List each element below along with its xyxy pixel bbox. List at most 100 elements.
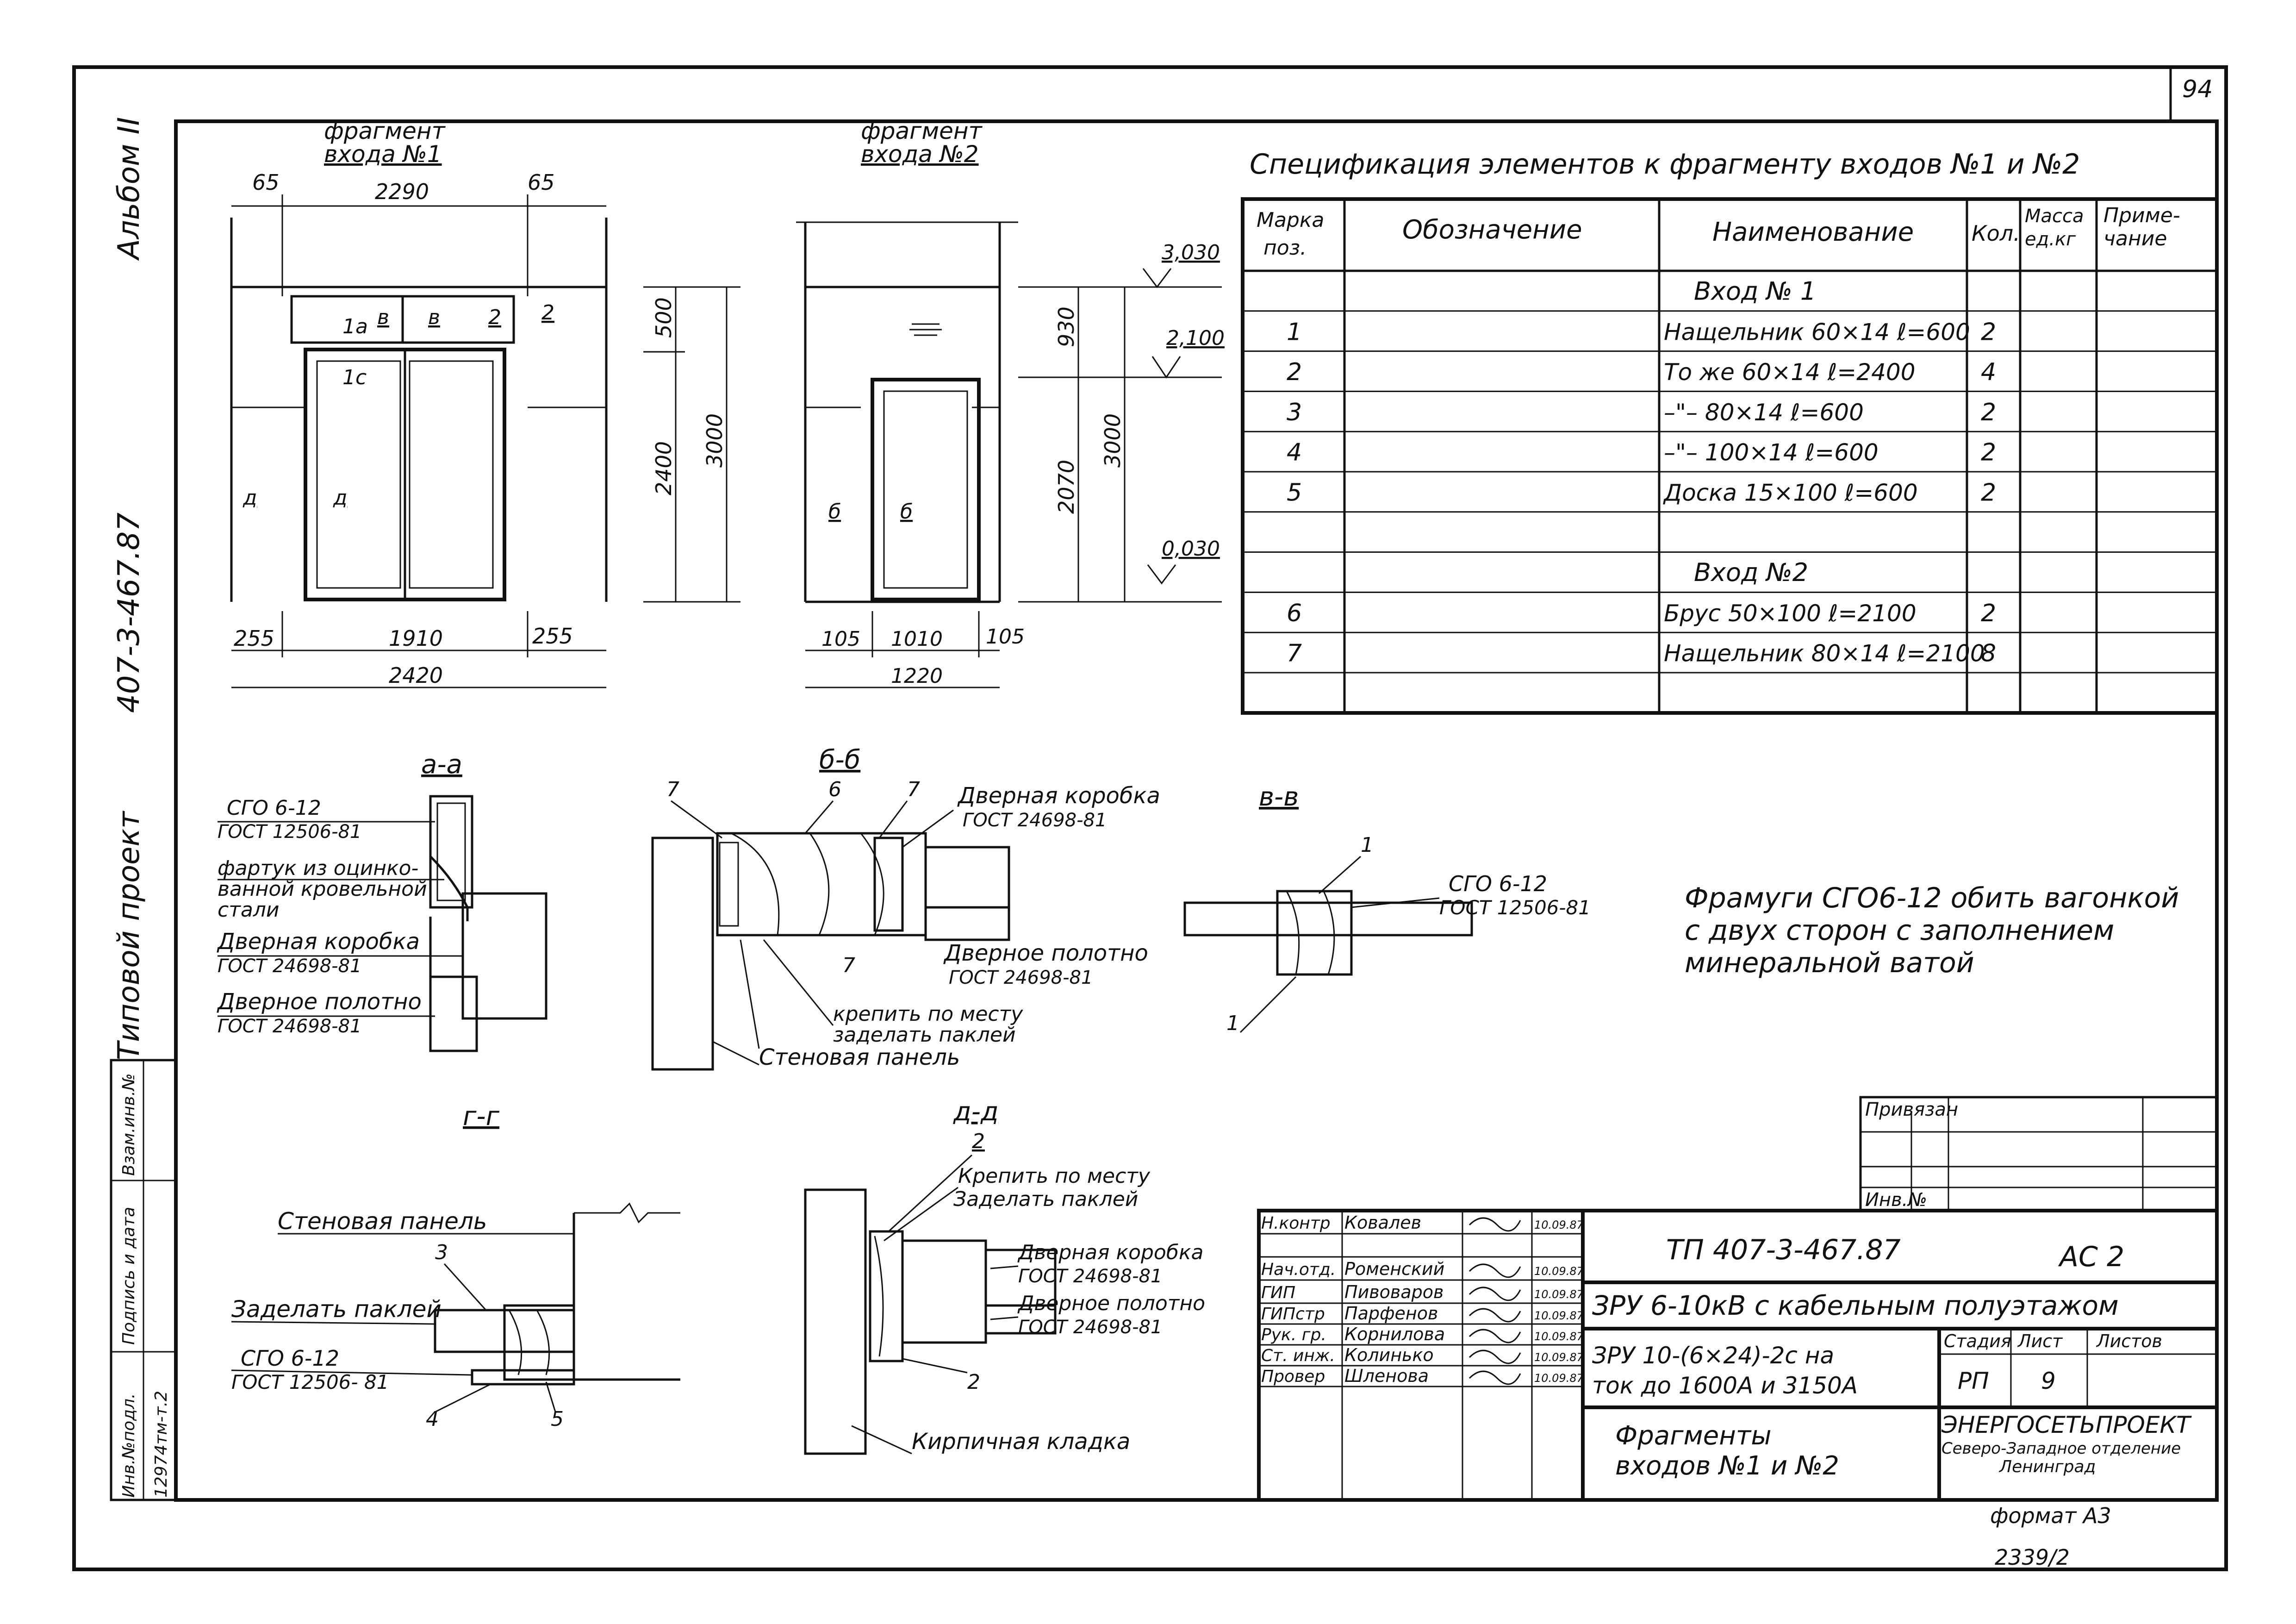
svg-text:СГО 6-12: СГО 6-12 <box>241 1346 339 1371</box>
svg-text:Спецификация элементов к фрагм: Спецификация элементов к фрагменту входо… <box>1250 148 2080 181</box>
spec-qty: 2 <box>1981 318 1996 346</box>
svg-text:3: 3 <box>435 1241 448 1264</box>
svg-text:930: 930 <box>1054 306 1079 347</box>
binding-block: Привязан Инв.№ <box>1859 1096 2218 1212</box>
svg-text:входа №2: входа №2 <box>861 141 979 168</box>
svg-text:ТП 407-3-467.87: ТП 407-3-467.87 <box>1666 1234 1901 1266</box>
svg-text:Дверная коробка: Дверная коробка <box>957 783 1160 809</box>
svg-text:2070: 2070 <box>1054 460 1079 514</box>
svg-text:ЭНЕРГОСЕТЬПРОЕКТ: ЭНЕРГОСЕТЬПРОЕКТ <box>1941 1412 2192 1438</box>
fragment-entrance-2: фрагмент входа №2 б б 930 2070 3000 3,03… <box>796 118 1225 688</box>
svg-text:105: 105 <box>821 627 860 651</box>
svg-text:СГО 6-12: СГО 6-12 <box>1449 871 1547 896</box>
album-label: Альбом II <box>112 117 146 261</box>
person-role: ГИПстр <box>1261 1305 1325 1324</box>
spec-pos: 3 <box>1287 399 1302 426</box>
svg-text:б: б <box>900 500 913 524</box>
svg-text:Обозначение: Обозначение <box>1402 215 1582 245</box>
svg-text:1220: 1220 <box>891 664 943 688</box>
archive-number: 2339/2 <box>1995 1545 2070 1570</box>
note: Фрамуги СГО6-12 обить вагонкой с двух ст… <box>1685 882 2179 979</box>
svg-text:д: д <box>333 486 347 510</box>
svg-text:Инв.№подл.: Инв.№подл. <box>119 1393 138 1498</box>
spec-row: Вход № 1 <box>1694 276 1816 306</box>
spec-name: Вход №2 <box>1694 558 1808 587</box>
svg-text:б-б: б-б <box>819 745 860 775</box>
svg-text:Инв.№: Инв.№ <box>1865 1189 1927 1211</box>
svg-text:Наименование: Наименование <box>1712 217 1914 247</box>
svg-text:СГО 6-12: СГО 6-12 <box>227 796 321 820</box>
section-bb: б-б 7 6 7 Дверная коробка ГОСТ 24698-81 … <box>651 745 1160 1071</box>
svg-text:в-в: в-в <box>1259 782 1299 812</box>
svg-text:ГОСТ 24698-81: ГОСТ 24698-81 <box>963 810 1107 831</box>
person-date: 10.09.87 <box>1534 1372 1584 1385</box>
fragment-entrance-1: фрагмент входа №1 65 2290 65 1а в в 2 2 … <box>230 118 740 688</box>
spec-name: Доска 15×100 ℓ=600 <box>1663 479 1918 506</box>
spec-name: То же 60×14 ℓ=2400 <box>1664 359 1916 386</box>
svg-text:2: 2 <box>541 301 554 325</box>
svg-text:Дверное полотно: Дверное полотно <box>217 989 422 1015</box>
person-role: Нач.отд. <box>1261 1260 1336 1279</box>
svg-text:Привязан: Привязан <box>1865 1099 1958 1120</box>
person-role: Н.контр <box>1261 1214 1331 1233</box>
svg-text:9: 9 <box>2041 1368 2056 1394</box>
inner-frame <box>174 119 2219 1502</box>
svg-text:Марка: Марка <box>1257 208 1324 232</box>
specification-table: Спецификация элементов к фрагменту входо… <box>1241 148 2219 715</box>
svg-text:1: 1 <box>1226 1012 1239 1035</box>
svg-text:чание: чание <box>2103 227 2167 250</box>
svg-text:2: 2 <box>972 1130 985 1153</box>
spec-qty: 8 <box>1981 640 1996 668</box>
svg-text:3000: 3000 <box>1100 413 1125 468</box>
svg-text:Кирпичная кладка: Кирпичная кладка <box>912 1429 1130 1455</box>
spec-qty: 2 <box>1981 439 1996 467</box>
svg-text:Кол.: Кол. <box>1972 221 2020 246</box>
svg-text:12974тм-т.2: 12974тм-т.2 <box>152 1391 171 1498</box>
svg-text:Дверное полотно: Дверное полотно <box>943 940 1148 966</box>
project-type-vertical: Типовой проект <box>112 811 146 1060</box>
spec-qty: 2 <box>1981 399 1996 426</box>
svg-text:Дверное полотно: Дверное полотно <box>1017 1292 1205 1315</box>
svg-text:стали: стали <box>218 898 280 922</box>
svg-text:ЗРУ 6-10кВ с кабельным полуэта: ЗРУ 6-10кВ с кабельным полуэтажом <box>1592 1290 2119 1321</box>
signature-mark <box>1468 1370 1521 1385</box>
svg-text:Фрагменты: Фрагменты <box>1615 1421 1772 1451</box>
signature-mark <box>1468 1308 1521 1323</box>
svg-text:а-а: а-а <box>421 750 462 780</box>
svg-text:5: 5 <box>551 1407 564 1431</box>
svg-text:Подпись и дата: Подпись и дата <box>119 1207 138 1345</box>
svg-text:г-г: г-г <box>463 1101 500 1131</box>
svg-text:поз.: поз. <box>1263 236 1307 260</box>
svg-text:ГОСТ 12506-81: ГОСТ 12506-81 <box>218 821 361 843</box>
svg-text:ГОСТ 24698-81: ГОСТ 24698-81 <box>1018 1317 1162 1338</box>
spec-name: –"– 100×14 ℓ=600 <box>1664 439 1879 466</box>
spec-name: Нащельник 80×14 ℓ=2100 <box>1664 640 1985 667</box>
spec-name: Нащельник 60×14 ℓ=600 <box>1664 319 1970 345</box>
svg-text:с двух сторон с заполнением: с двух сторон с заполнением <box>1685 914 2114 947</box>
person-name: Колинько <box>1344 1345 1434 1365</box>
svg-text:Стеновая панель: Стеновая панель <box>759 1044 960 1070</box>
person-date: 10.09.87 <box>1534 1351 1584 1364</box>
svg-text:1010: 1010 <box>891 627 943 651</box>
person-name: Пивоваров <box>1344 1282 1444 1302</box>
person-role: ГИП <box>1261 1283 1295 1302</box>
svg-text:Дверная коробка: Дверная коробка <box>1017 1241 1204 1264</box>
spec-pos: 7 <box>1287 640 1302 668</box>
section-gg: г-г Стеновая панель 3 Заделать паклей СГ… <box>231 1101 680 1431</box>
spec-name: Брус 50×100 ℓ=2100 <box>1664 600 1916 627</box>
svg-text:0,030: 0,030 <box>1162 537 1220 561</box>
svg-text:в: в <box>428 306 440 329</box>
svg-text:б: б <box>828 500 841 524</box>
svg-text:1с: 1с <box>342 366 367 389</box>
svg-text:2,100: 2,100 <box>1166 326 1225 350</box>
